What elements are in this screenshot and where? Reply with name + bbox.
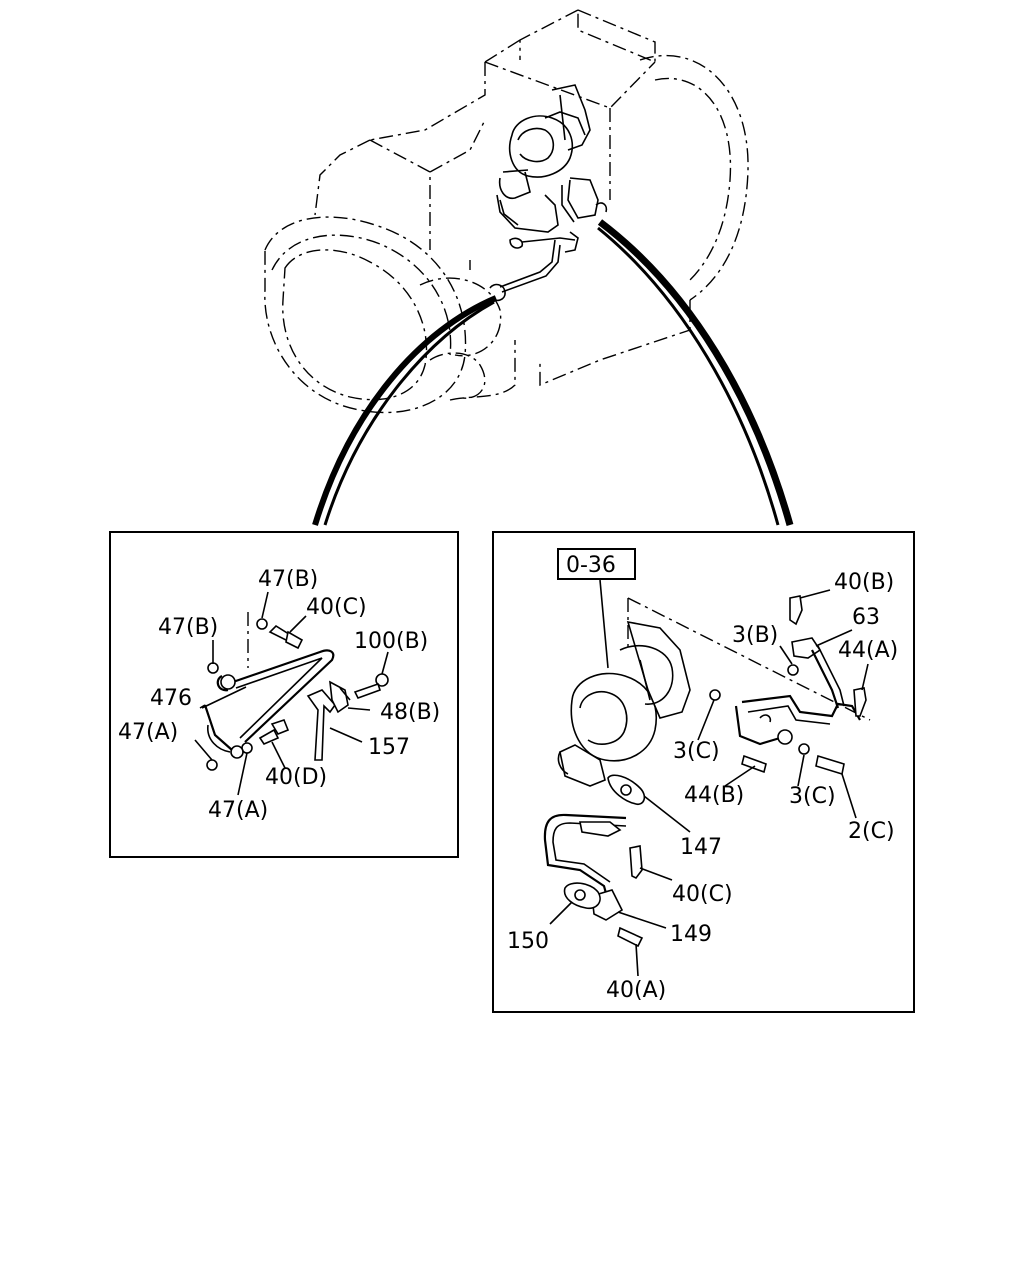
label-48b: 48(B) (380, 700, 440, 725)
label-47b-top: 47(B) (258, 567, 318, 592)
label-149: 149 (670, 922, 712, 947)
washer-47b-upper (256, 618, 268, 630)
label-40d: 40(D) (265, 765, 327, 790)
bracket-157 (306, 689, 337, 761)
bolt-2c (815, 754, 845, 776)
reference-box (557, 548, 636, 580)
reference-box-label: 0-36 (566, 553, 616, 578)
label-47a-bottom: 47(A) (208, 798, 268, 823)
label-44a: 44(A) (838, 638, 898, 663)
label-40c: 40(C) (672, 882, 733, 907)
bolt-40c (629, 845, 643, 880)
clip-48b (329, 680, 349, 714)
label-63: 63 (852, 605, 880, 630)
washer-3b (787, 664, 799, 676)
label-40a: 40(A) (606, 978, 666, 1003)
label-3c-right: 3(C) (789, 784, 836, 809)
label-40c: 40(C) (306, 595, 367, 620)
right-detail-panel: 0-36 (492, 531, 915, 1013)
eye-joint (220, 674, 236, 690)
engine-overview (264, 8, 794, 526)
left-detail-panel: 47(B) 40(C) 47(B) 100(B) 476 48(B) 47(A)… (109, 531, 459, 858)
bolt-40d (258, 728, 280, 745)
bolt-40a (617, 926, 644, 948)
bolt-40b (789, 595, 803, 626)
label-100b: 100(B) (354, 629, 428, 654)
oil-pipe-476 (229, 649, 335, 743)
label-157: 157 (368, 735, 410, 760)
oil-feed-pipe (734, 705, 781, 746)
bolt-44a (853, 687, 867, 717)
washer-47a-lower (206, 759, 218, 771)
turbocharger (557, 597, 871, 787)
label-476: 476 (150, 686, 192, 711)
label-47b-left: 47(B) (158, 615, 218, 640)
label-2c: 2(C) (848, 819, 895, 844)
washer-47b (207, 662, 219, 674)
label-47a-left: 47(A) (118, 720, 178, 745)
right-panel-frame (492, 531, 915, 1013)
label-40b: 40(B) (834, 570, 894, 595)
banjo-63 (791, 637, 822, 659)
washer-3c-right (798, 743, 810, 755)
label-3c-left: 3(C) (673, 739, 720, 764)
washer-3c-left (709, 689, 721, 701)
label-150: 150 (507, 929, 549, 954)
bolt-44b (741, 754, 767, 774)
left-panel-frame (109, 531, 459, 858)
label-44b: 44(B) (684, 783, 744, 808)
label-3b: 3(B) (732, 623, 778, 648)
oil-return-pipe (543, 813, 627, 909)
label-147: 147 (680, 835, 722, 860)
